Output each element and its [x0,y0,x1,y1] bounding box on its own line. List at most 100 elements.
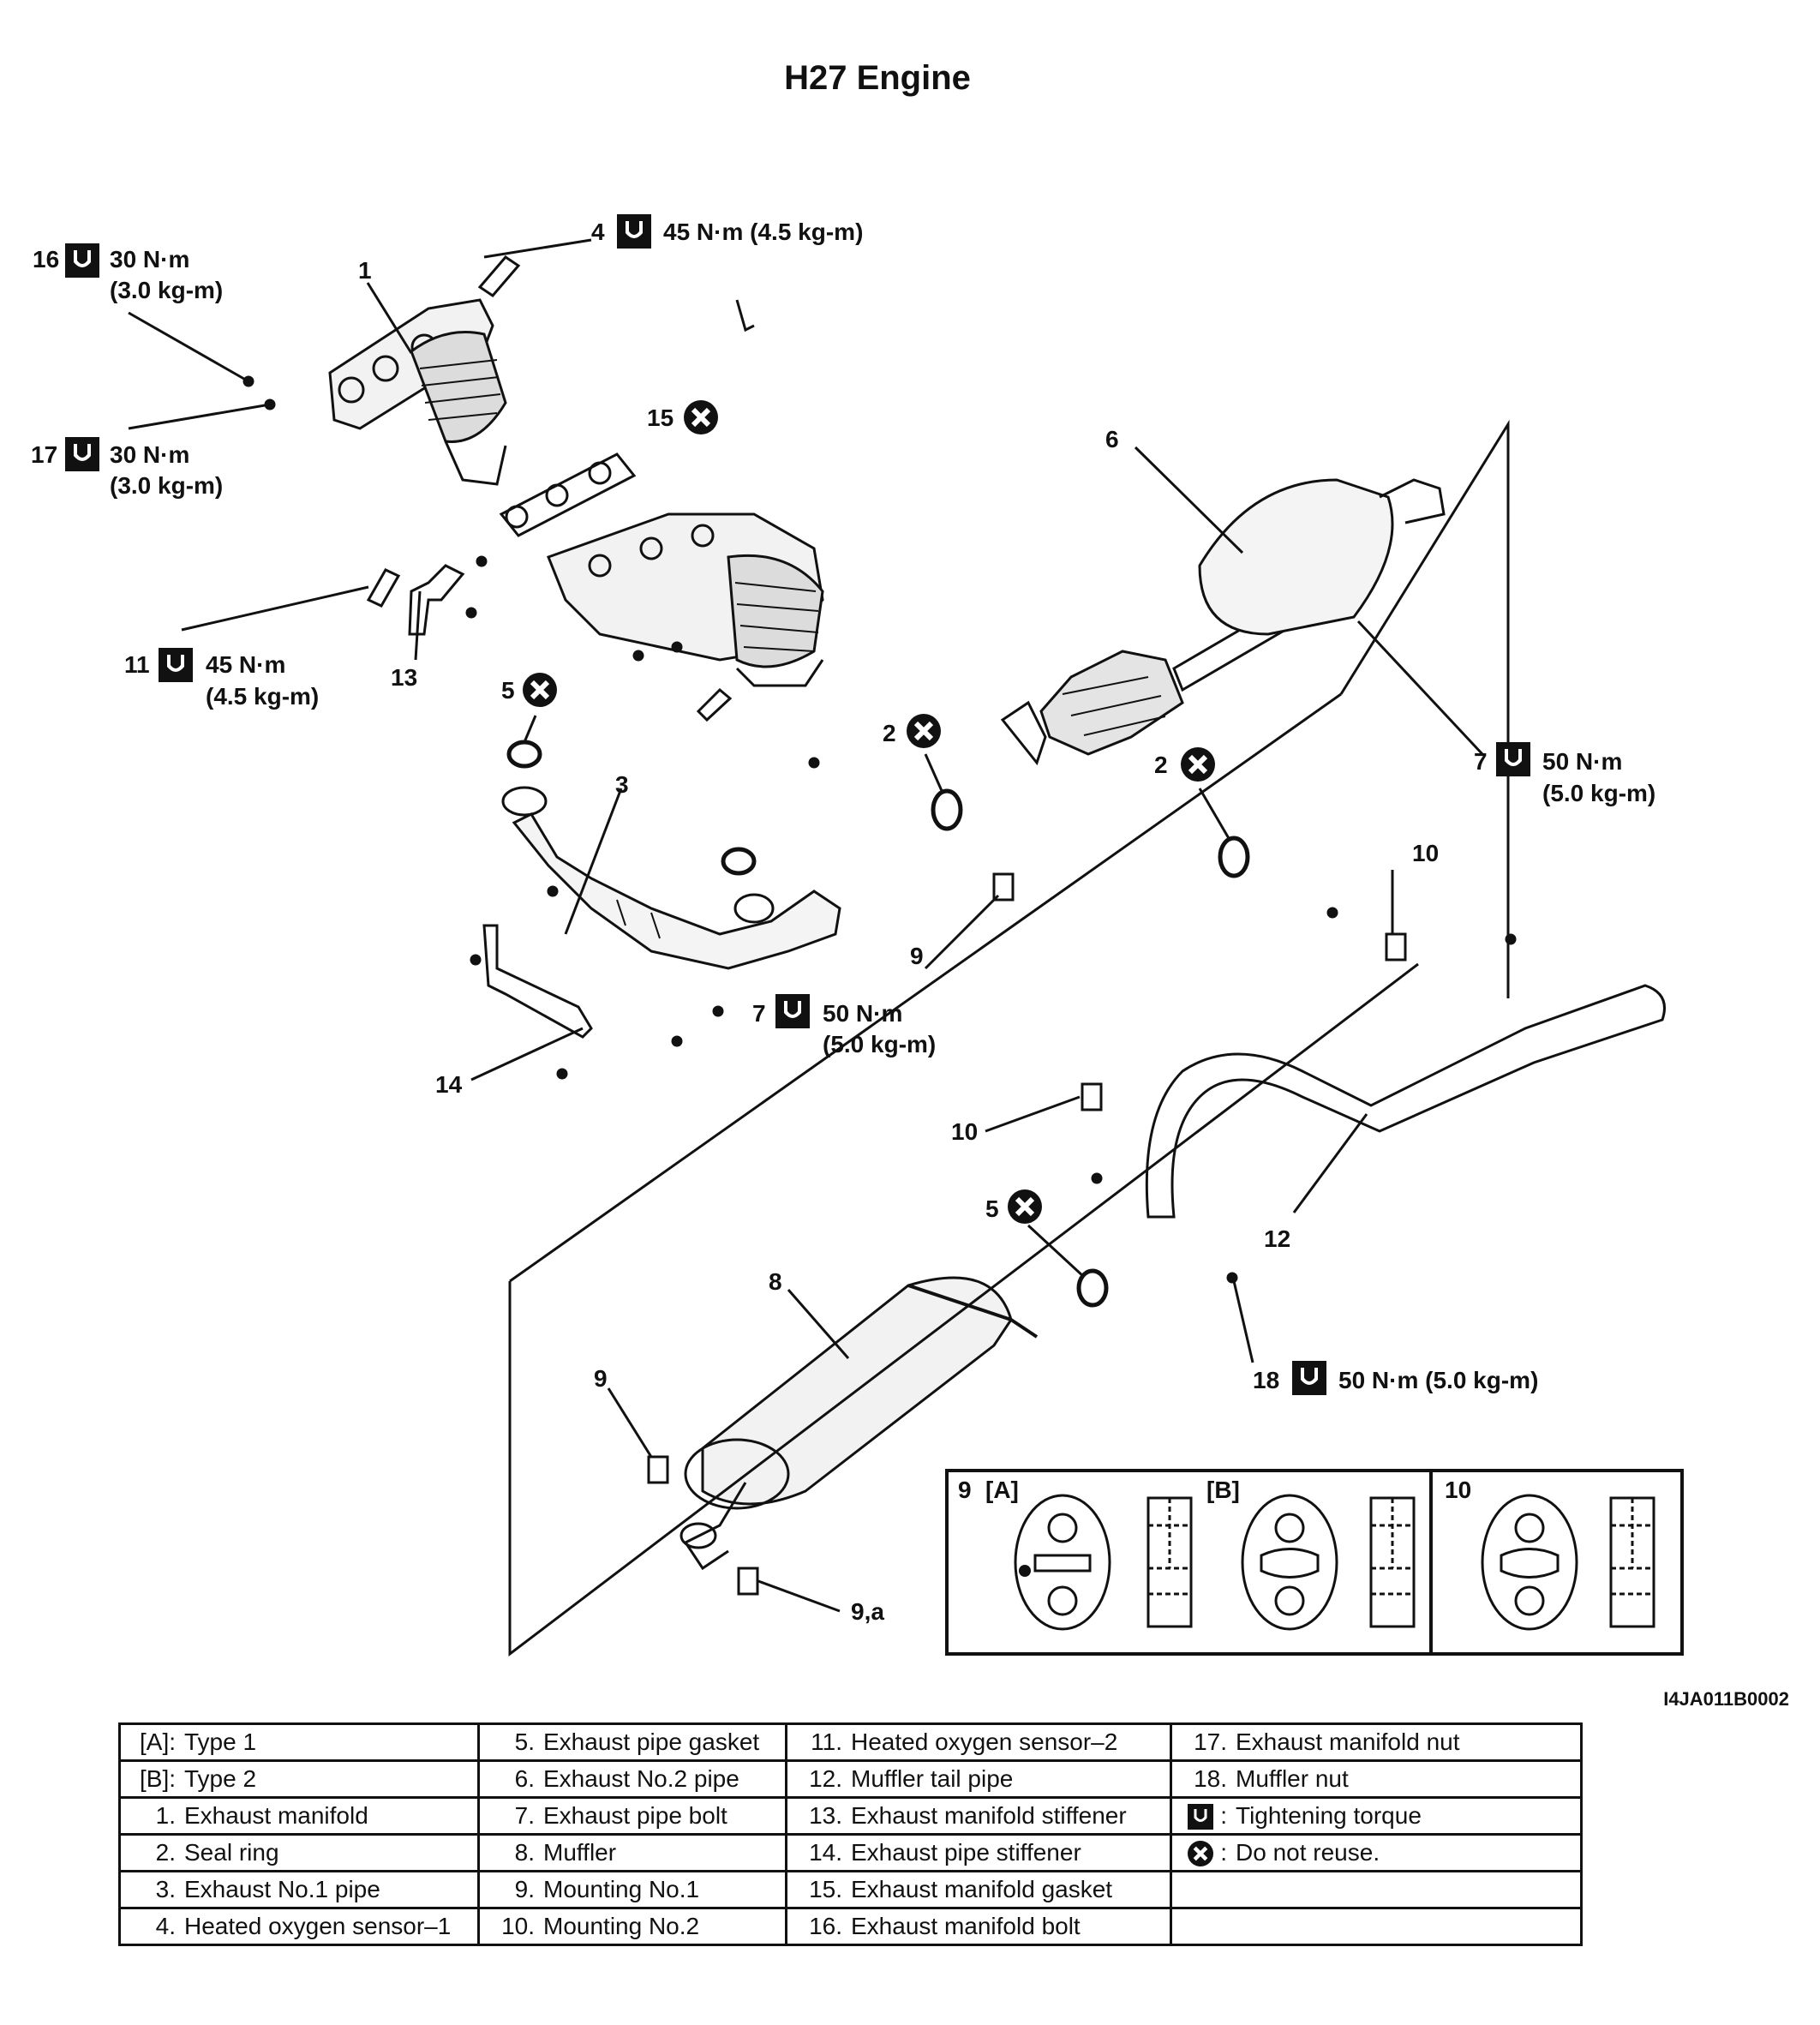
legend-number: 10. [501,1913,535,1939]
legend-text: Exhaust No.2 pipe [543,1765,739,1792]
label-14: 14 [435,1071,463,1098]
svg-text:2: 2 [883,720,896,746]
legend-number: 15. [809,1876,842,1902]
legend-number: 16. [809,1913,842,1939]
legend-text: Exhaust manifold nut [1236,1728,1460,1755]
legend-row: 4.Heated oxygen sensor–1 10. Mounting No.2… [118,1907,1583,1946]
svg-text:45 N·m (4.5 kg-m): 45 N·m (4.5 kg-m) [663,219,863,245]
label-10-upper: 10 [1412,840,1439,866]
svg-text:[A]: [A] [985,1477,1019,1503]
legend-number: 7. [514,1802,535,1829]
legend-number: 12. [809,1765,842,1792]
exhaust-pipe-stiffener [482,924,593,1039]
callout-2-left: 2 [883,714,941,748]
mounting-inset: 9 [A] [B] 10 [945,1469,1684,1656]
legend-text: Exhaust pipe bolt [543,1802,727,1829]
label-1: 1 [358,257,372,284]
legend-cell: 8.Muffler [477,1833,787,1872]
legend-cell: 6.Exhaust No.2 pipe [477,1759,787,1799]
svg-text:(3.0 kg-m): (3.0 kg-m) [110,472,223,499]
callout-2-right: 2 [1154,747,1215,782]
label-12: 12 [1264,1225,1290,1252]
legend-text: Do not reuse. [1236,1838,1380,1866]
svg-text:50 N·m: 50 N·m [1542,748,1622,775]
legend-cell: 1.Exhaust manifold [118,1796,480,1836]
exhaust-manifold-stiffener [408,564,465,636]
svg-text:(4.5 kg-m): (4.5 kg-m) [206,683,319,710]
callout-18: 18 50 N·m (5.0 kg-m) [1253,1361,1538,1395]
svg-text:15: 15 [647,404,674,431]
svg-text:18: 18 [1253,1367,1279,1393]
legend-text: Exhaust pipe stiffener [851,1839,1081,1866]
torque-icon: : [1179,1802,1227,1830]
svg-text:9: 9 [958,1477,972,1503]
legend-text: Exhaust manifold gasket [851,1876,1113,1902]
legend-number: 17. [1194,1728,1227,1755]
exhaust-no2-pipe [1000,478,1446,766]
legend-number: [B]: [139,1765,176,1792]
callout-5-lower: 5 [985,1189,1042,1224]
svg-text:5: 5 [985,1195,999,1222]
callout-16: 16 30 N·m (3.0 kg-m) [33,243,223,303]
label-6: 6 [1105,426,1119,452]
label-3: 3 [615,771,629,798]
legend-number: 13. [809,1802,842,1829]
legend-text: Tightening torque [1236,1801,1422,1829]
mountings [647,872,1407,1596]
legend-text: Heated oxygen sensor–2 [851,1728,1118,1755]
legend-text: Muffler tail pipe [851,1765,1014,1792]
legend-text: Mounting No.2 [543,1913,700,1939]
callout-5-upper: 5 [501,673,557,707]
legend-number: 2. [155,1839,176,1866]
do-not-reuse-icon: : [1179,1839,1227,1867]
svg-text:4: 4 [591,219,605,245]
legend-cell: 12. Muffler tail pipe [785,1759,1172,1799]
callout-11: 11 45 N·m (4.5 kg-m) [124,648,319,710]
label-9-lower: 9 [594,1365,608,1392]
label-9a: 9,a [851,1598,884,1625]
legend-cell: 5.Exhaust pipe gasket [477,1722,787,1762]
legend-cell: : Tightening torque [1170,1796,1583,1836]
legend-cell: 16. Exhaust manifold bolt [785,1907,1172,1946]
svg-text:30 N·m: 30 N·m [110,246,189,273]
svg-text:[B]: [B] [1206,1477,1240,1503]
legend-cell [1170,1870,1583,1909]
legend-cell: : Do not reuse. [1170,1833,1583,1872]
callout-7-upper: 7 50 N·m (5.0 kg-m) [1474,742,1655,806]
svg-text:10: 10 [1445,1477,1471,1503]
svg-text:50 N·m (5.0 kg-m): 50 N·m (5.0 kg-m) [1338,1367,1538,1393]
legend-cell: 14.Exhaust pipe stiffener [785,1833,1172,1872]
legend-cell: 4.Heated oxygen sensor–1 [118,1907,480,1946]
legend-row: 1.Exhaust manifold 7. Exhaust pipe bolt 13.… [118,1796,1583,1836]
svg-text:7: 7 [1474,748,1488,775]
label-13: 13 [391,664,417,691]
image-code: I4JA011B0002 [1663,1688,1789,1710]
legend-cell: 2. Seal ring [118,1833,480,1872]
callout-17: 17 30 N·m (3.0 kg-m) [31,437,223,499]
svg-text:2: 2 [1154,752,1168,778]
legend-cell: [B]:Type 2 [118,1759,480,1799]
svg-text:(5.0 kg-m): (5.0 kg-m) [823,1031,936,1057]
legend-number: 18. [1194,1765,1227,1792]
legend-cell: 13.Exhaust manifold stiffener [785,1796,1172,1836]
legend-text: Exhaust No.1 pipe [184,1876,380,1902]
exhaust-manifold-gasket [499,452,637,537]
legend-number: 8. [514,1839,535,1866]
exhaust-no1-pipe [501,786,841,970]
label-10-lower: 10 [951,1118,978,1145]
legend-number: 11. [811,1728,842,1755]
legend-text: Type 1 [184,1728,257,1755]
muffler-tail-pipe [1145,984,1666,1219]
legend-text: Exhaust manifold bolt [851,1913,1081,1939]
exhaust-manifold-rear [547,512,824,687]
leader-lines [128,238,1510,1657]
callout-15: 15 [647,400,718,434]
legend-cell: 17. Exhaust manifold nut [1170,1722,1583,1762]
svg-text:5: 5 [501,677,515,704]
legend-text: Seal ring [184,1839,279,1866]
legend-text: Muffler nut [1236,1765,1349,1792]
